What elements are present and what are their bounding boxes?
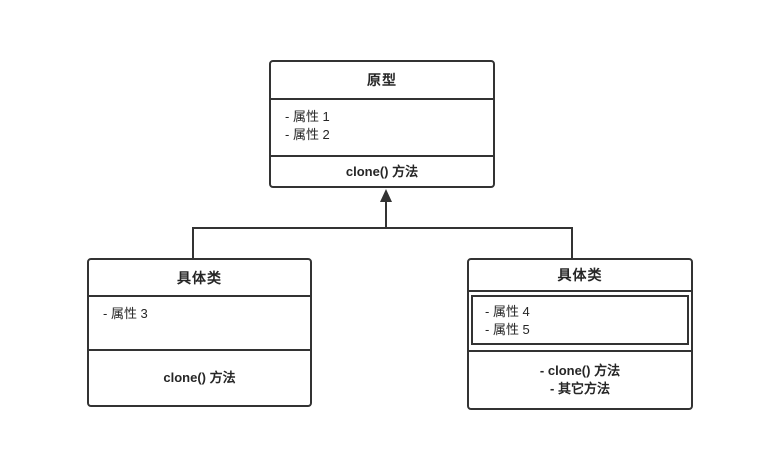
class-title: 具体类	[89, 260, 310, 297]
connector-arrow-shaft	[385, 199, 387, 229]
class-title: 具体类	[469, 260, 691, 292]
connector-horizontal-line	[192, 227, 573, 229]
method-item: - 其它方法	[550, 381, 610, 396]
attributes-compartment: - 属性 3	[89, 297, 310, 349]
attributes-compartment: - 属性 1 - 属性 2	[271, 100, 493, 155]
class-box-concrete-left[interactable]: 具体类 - 属性 3 clone() 方法	[87, 258, 312, 407]
connector-left-stub	[192, 227, 194, 258]
class-box-prototype[interactable]: 原型 - 属性 1 - 属性 2 clone() 方法	[269, 60, 495, 188]
attribute-item: - 属性 1	[285, 109, 330, 124]
methods-compartment: - clone() 方法 - 其它方法	[469, 350, 691, 408]
method-item: clone() 方法	[163, 370, 236, 385]
methods-compartment: clone() 方法	[89, 349, 310, 405]
method-item: - clone() 方法	[539, 363, 621, 378]
attribute-item: - 属性 4	[485, 304, 530, 319]
methods-compartment: clone() 方法	[271, 155, 493, 186]
attribute-item: - 属性 5	[485, 322, 530, 337]
arrow-up-head-icon	[380, 189, 392, 202]
class-title: 原型	[271, 62, 493, 100]
connector-right-stub	[571, 227, 573, 258]
attributes-compartment: - 属性 4 - 属性 5	[471, 295, 689, 345]
method-item: clone() 方法	[345, 163, 419, 179]
class-box-concrete-right[interactable]: 具体类 - 属性 4 - 属性 5 - clone() 方法 - 其它方法	[467, 258, 693, 410]
attribute-item: - 属性 2	[285, 127, 330, 142]
attribute-item: - 属性 3	[103, 306, 148, 321]
